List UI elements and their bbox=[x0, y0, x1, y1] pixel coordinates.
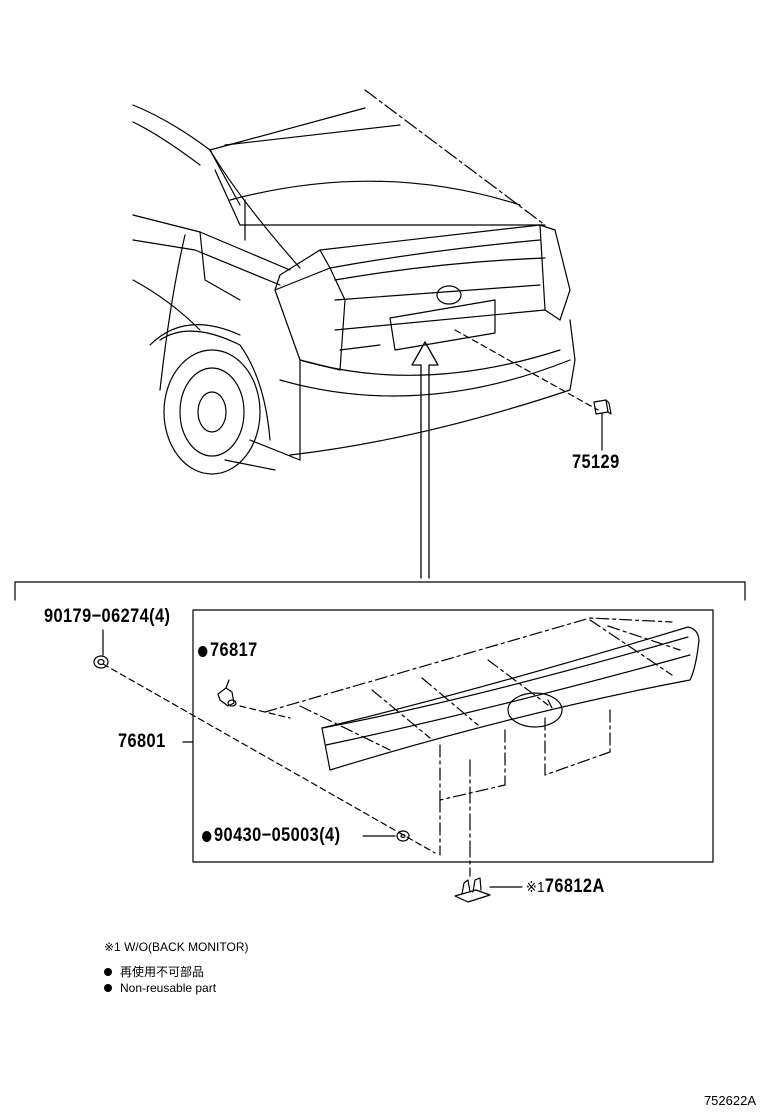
figure-id: 752622A bbox=[703, 1093, 756, 1108]
non-reusable-dot-icon bbox=[198, 646, 208, 657]
detail-bracket bbox=[14, 581, 746, 601]
garnish-76801 bbox=[264, 617, 700, 856]
part-number-75129: 75129 bbox=[572, 452, 620, 473]
part-number-76817: 76817 bbox=[198, 640, 258, 662]
note-mark: ※1 bbox=[526, 879, 545, 896]
clip-76817-symbol bbox=[217, 679, 237, 707]
part-number-76812A: ※176812A bbox=[526, 876, 605, 898]
note-back-monitor: ※1 W/O(BACK MONITOR) bbox=[104, 940, 249, 954]
note-non-reusable-jp-text: 再使用不可部品 bbox=[120, 965, 205, 979]
non-reusable-dot-icon bbox=[202, 831, 212, 842]
clip-75129-symbol bbox=[593, 399, 612, 451]
part-number-90430: 90430−05003(4) bbox=[202, 825, 340, 847]
part-number-90430-text: 90430−05003(4) bbox=[214, 825, 341, 846]
bullet-dot-icon bbox=[104, 984, 112, 992]
part-number-76817-text: 76817 bbox=[210, 640, 258, 661]
nut-90430-symbol bbox=[396, 830, 410, 842]
part-number-76812A-text: 76812A bbox=[544, 876, 605, 897]
detail-box bbox=[192, 609, 714, 863]
note-non-reusable-en: Non-reusable part bbox=[104, 981, 216, 995]
nut-90179-symbol bbox=[93, 655, 109, 669]
part-number-90179: 90179−06274(4) bbox=[44, 606, 171, 627]
note-non-reusable-en-text: Non-reusable part bbox=[120, 981, 217, 995]
part-number-76801: 76801 bbox=[118, 731, 166, 752]
arrow-up bbox=[411, 341, 439, 579]
bullet-dot-icon bbox=[104, 968, 112, 976]
note-non-reusable-jp: 再使用不可部品 bbox=[104, 963, 204, 980]
vehicle-illustration bbox=[132, 89, 599, 475]
clip-76812A-symbol bbox=[454, 877, 491, 903]
